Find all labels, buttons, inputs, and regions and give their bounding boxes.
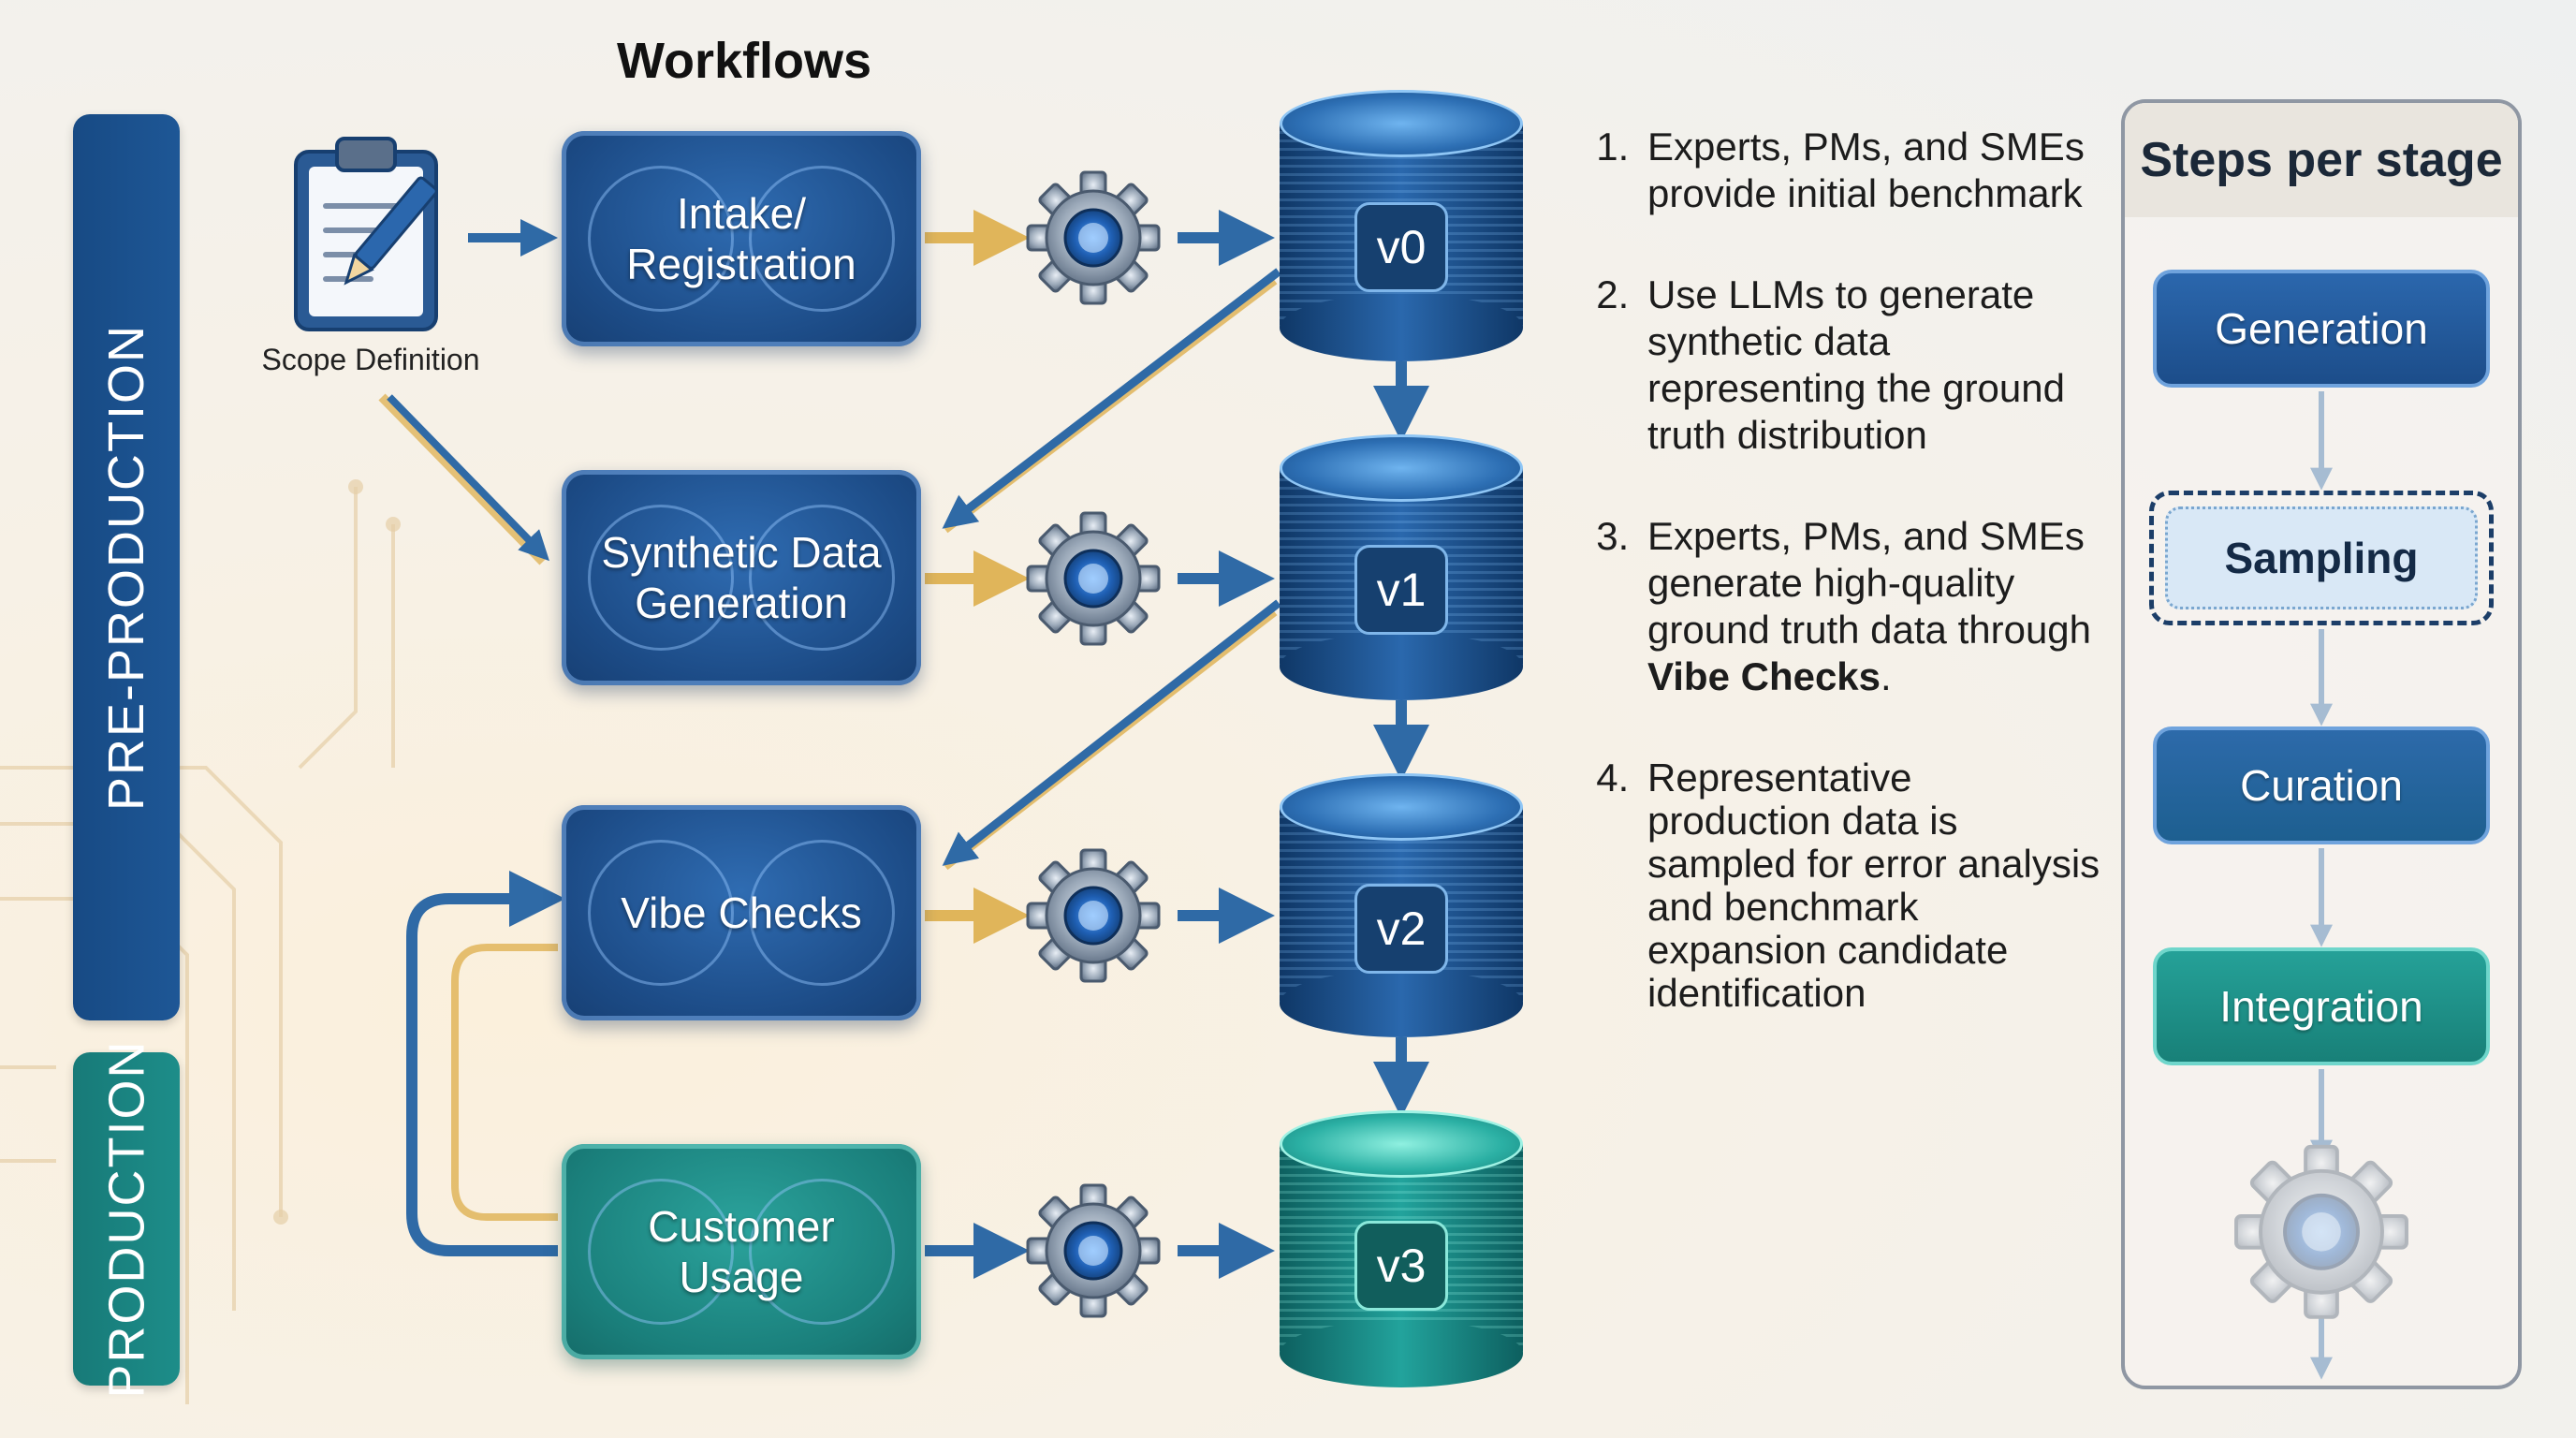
vibe-checks-emphasis: Vibe Checks (1647, 654, 1881, 698)
database-v0[interactable]: v0 (1280, 90, 1523, 361)
cylinder-bottom (1280, 1320, 1523, 1387)
cylinder-bottom (1280, 294, 1523, 361)
workflow-label: Intake/ Registration (626, 188, 856, 288)
ring-decoration (588, 840, 734, 986)
version-tag: v2 (1354, 884, 1448, 974)
gear-icon (1026, 1183, 1161, 1318)
step-1: Experts, PMs, and SMEs provide initial b… (1640, 124, 2106, 217)
workflow-synthetic-data-generation[interactable]: Synthetic Data Generation (562, 470, 921, 685)
panel-title: Steps per stage (2125, 103, 2518, 217)
step-3: Experts, PMs, and SMEs generate high-qua… (1640, 513, 2106, 700)
workflow-customer-usage[interactable]: Customer Usage (562, 1144, 921, 1359)
gear-icon (1026, 848, 1161, 983)
stage-sampling-label: Sampling (2165, 506, 2478, 609)
workflow-label: Customer Usage (648, 1201, 835, 1301)
gear-icon (1026, 170, 1161, 305)
pre-production-label: PRE-PRODUCTION (98, 323, 155, 812)
stage-integration[interactable]: Integration (2153, 947, 2490, 1065)
cylinder-top (1280, 1110, 1523, 1178)
workflow-vibe-checks[interactable]: Vibe Checks (562, 805, 921, 1020)
cylinder-top (1280, 773, 1523, 841)
workflow-label: Synthetic Data Generation (601, 527, 882, 627)
database-v2[interactable]: v2 (1280, 773, 1523, 1037)
cylinder-bottom (1280, 970, 1523, 1037)
pre-production-band: PRE-PRODUCTION (73, 114, 180, 1020)
stage-curation[interactable]: Curation (2153, 726, 2490, 844)
cylinder-top (1280, 90, 1523, 157)
ring-decoration (749, 840, 895, 986)
ring-decoration (588, 1179, 734, 1325)
database-v3[interactable]: v3 (1280, 1110, 1523, 1387)
ring-decoration (749, 1179, 895, 1325)
version-tag: v3 (1354, 1221, 1448, 1311)
production-band: PRODUCTION (73, 1040, 180, 1399)
version-tag: v1 (1354, 545, 1448, 635)
scope-definition-label: Scope Definition (261, 343, 480, 376)
stage-generation[interactable]: Generation (2153, 270, 2490, 388)
cylinder-bottom (1280, 633, 1523, 700)
ring-decoration (749, 505, 895, 651)
production-label: PRODUCTION (98, 1039, 154, 1399)
ring-decoration (749, 166, 895, 312)
workflows-title: Workflows (616, 33, 872, 89)
workflow-intake-registration[interactable]: Intake/ Registration (562, 131, 921, 346)
ring-decoration (588, 166, 734, 312)
steps-list: Experts, PMs, and SMEs provide initial b… (1582, 124, 2106, 1015)
cylinder-top (1280, 434, 1523, 502)
clipboard-pencil-icon (294, 137, 438, 331)
step-2: Use LLMs to generate synthetic data repr… (1640, 271, 2106, 459)
gear-icon (1026, 511, 1161, 646)
version-tag: v0 (1354, 202, 1448, 292)
ring-decoration (588, 505, 734, 651)
step-4: Representative production data is sample… (1640, 756, 2106, 1015)
stage-sampling[interactable]: Sampling (2149, 491, 2494, 625)
workflow-label: Vibe Checks (621, 888, 862, 937)
database-v1[interactable]: v1 (1280, 434, 1523, 700)
